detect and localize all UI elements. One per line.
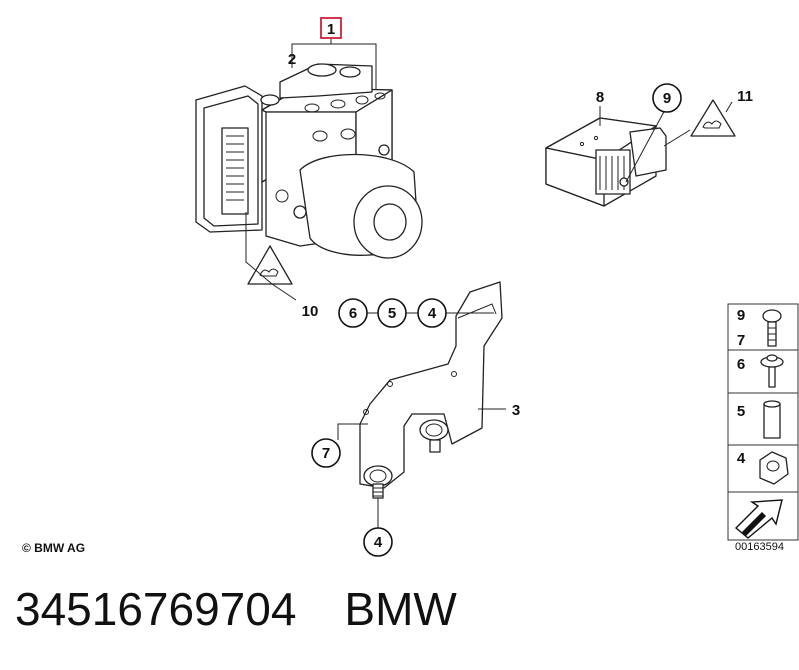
callout-11: 11 — [737, 88, 753, 105]
callout-9: 9 — [663, 90, 671, 107]
callout-8: 8 — [596, 89, 604, 106]
leader-lines — [245, 38, 733, 528]
callout-9-circle — [652, 83, 682, 113]
arrow-icon — [734, 499, 783, 539]
yaw-rate-sensor — [545, 117, 667, 207]
abs-hydraulic-unit — [195, 63, 423, 259]
callout-4-circle — [417, 298, 447, 328]
part-number: 34516769704 — [15, 583, 297, 635]
callout-5: 5 — [388, 305, 396, 322]
legend-label-7: 7 — [737, 332, 745, 349]
warning-triangle-sensor-icon — [690, 99, 736, 137]
callout-4-bottom: 4 — [374, 534, 383, 551]
callout-2: 2 — [288, 51, 296, 68]
copyright-notice: © BMW AG — [22, 541, 86, 555]
highlight-box — [320, 17, 342, 39]
mounting-bracket — [359, 281, 503, 499]
parts-diagram: 1 2 6 5 4 10 3 7 4 8 9 11 9 7 6 — [195, 17, 799, 557]
callout-4b-circle — [363, 527, 393, 557]
callout-10: 10 — [302, 303, 319, 320]
callout-5-circle — [377, 298, 407, 328]
callout-7-circle — [311, 438, 341, 468]
callout-6-circle — [338, 298, 368, 328]
part-caption: 34516769704 BMW — [15, 582, 457, 636]
legend-label-5: 5 — [737, 403, 745, 420]
diagram-reference-number: 00163594 — [735, 541, 784, 553]
hardware-legend: 9 7 6 5 4 — [727, 303, 799, 541]
callout-4: 4 — [428, 305, 437, 322]
warning-triangle-unit-icon — [247, 245, 293, 285]
callouts: 1 2 6 5 4 10 3 7 4 8 9 11 — [288, 17, 753, 557]
legend-label-9: 9 — [737, 307, 745, 324]
legend-label-4: 4 — [737, 450, 746, 467]
brand-name: BMW — [344, 583, 457, 635]
callout-7: 7 — [322, 445, 330, 462]
legend-label-6: 6 — [737, 356, 745, 373]
callout-3: 3 — [512, 402, 520, 419]
callout-1: 1 — [327, 21, 335, 38]
callout-6: 6 — [349, 305, 357, 322]
